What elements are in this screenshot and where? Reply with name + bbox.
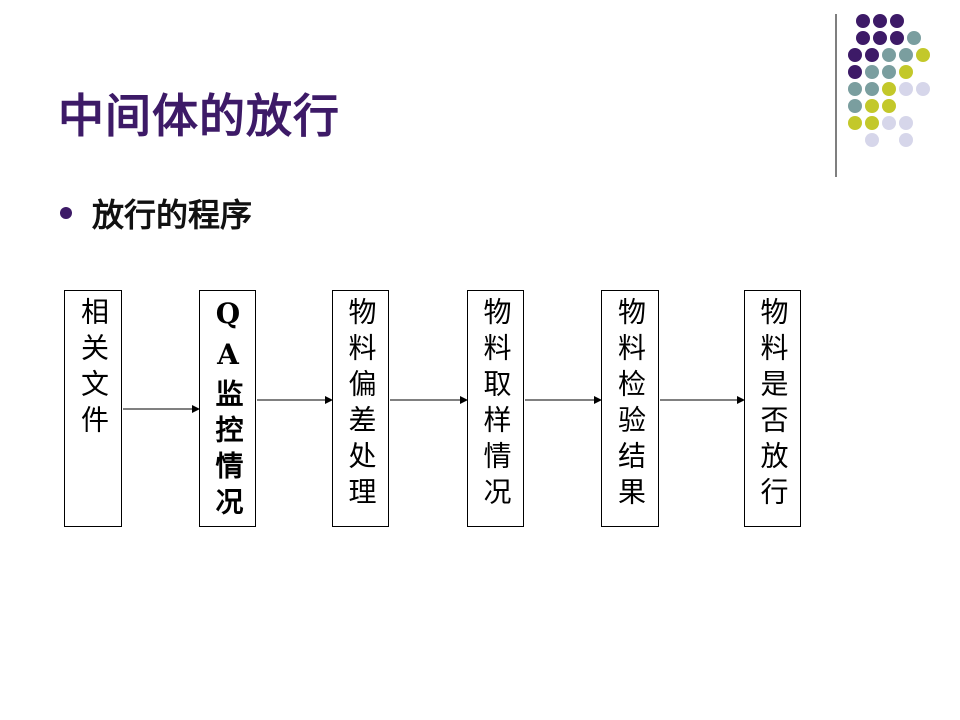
bullet-icon — [60, 207, 72, 219]
flow-step-label: 相关文件 — [77, 297, 110, 441]
flow-step-label: 物料偏差处理 — [344, 297, 378, 513]
decorative-dot — [899, 65, 913, 79]
decorative-divider — [835, 14, 837, 177]
decorative-dot — [865, 82, 879, 96]
decorative-dot — [899, 48, 913, 62]
decorative-dot — [899, 116, 913, 130]
decorative-dot — [865, 133, 879, 147]
flow-step-label: 物料是否放行 — [756, 297, 790, 513]
decorative-dot — [907, 31, 921, 45]
flow-step-box: 物料取样情况 — [467, 290, 524, 527]
flow-step-box: 物料偏差处理 — [332, 290, 389, 527]
slide-title: 中间体的放行 — [58, 89, 340, 143]
decorative-dot-grid — [848, 14, 938, 154]
decorative-dot — [899, 133, 913, 147]
decorative-dot — [848, 48, 862, 62]
flow-step-box: 物料检验结果 — [601, 290, 659, 527]
decorative-dot — [899, 82, 913, 96]
decorative-dot — [882, 82, 896, 96]
decorative-dot — [890, 14, 904, 28]
flow-step-label: 物料取样情况 — [479, 297, 513, 513]
bullet-item: 放行的程序 — [60, 188, 252, 238]
decorative-dot — [865, 48, 879, 62]
decorative-dot — [848, 116, 862, 130]
decorative-dot — [848, 99, 862, 113]
decorative-dot — [873, 31, 887, 45]
decorative-dot — [865, 99, 879, 113]
decorative-dot — [865, 65, 879, 79]
decorative-dot — [916, 48, 930, 62]
decorative-dot — [882, 99, 896, 113]
decorative-dot — [848, 82, 862, 96]
bullet-text: 放行的程序 — [92, 196, 253, 234]
decorative-dot — [890, 31, 904, 45]
flow-step-box: 相关文件 — [64, 290, 122, 527]
flow-step-label: 物料检验结果 — [614, 297, 647, 513]
decorative-dot — [882, 48, 896, 62]
flow-step-box: QA监控情况 — [199, 290, 256, 527]
decorative-dot — [856, 31, 870, 45]
decorative-dot — [848, 65, 862, 79]
decorative-dot — [865, 116, 879, 130]
decorative-dot — [856, 14, 870, 28]
decorative-dot — [882, 65, 896, 79]
decorative-dot — [916, 82, 930, 96]
flow-step-label: QA监控情况 — [211, 297, 245, 523]
flow-step-box: 物料是否放行 — [744, 290, 801, 527]
decorative-dot — [873, 14, 887, 28]
decorative-dot — [882, 116, 896, 130]
